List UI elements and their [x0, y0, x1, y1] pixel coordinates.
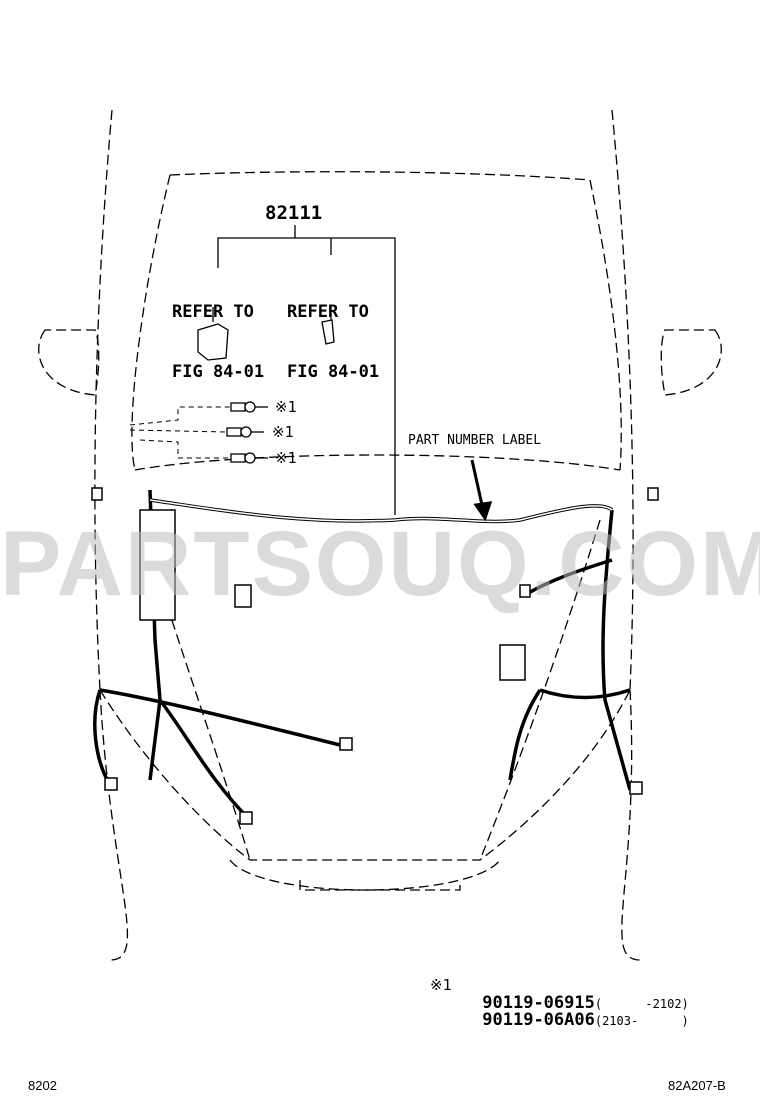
watermark: PARTSOUQ.COM	[0, 513, 760, 615]
footnote-part-number: 90119-06A06	[482, 1010, 595, 1030]
page-code-left: 8202	[28, 1078, 57, 1093]
footnote-range: ( -2102)	[594, 997, 689, 1011]
part-number-label: PART NUMBER LABEL	[408, 433, 542, 448]
refer-right-line2: FIG 84-01	[287, 362, 380, 382]
leader-lines	[197, 225, 396, 515]
footnote-part-2[interactable]: 90119-06A06(2103- )	[463, 991, 689, 1030]
bolt-mark-1: ※1	[275, 398, 297, 416]
refer-left-line2: FIG 84-01	[172, 362, 265, 382]
refer-left[interactable]: REFER TO FIG 84-01	[172, 262, 264, 402]
part-number-arrow	[470, 459, 493, 522]
wire-harness-inner	[149, 499, 613, 523]
footnote-part-1[interactable]: 90119-06915( -2102)	[463, 974, 689, 1013]
footnote-range: (2103- )	[594, 1014, 689, 1028]
refer-left-line1: REFER TO	[172, 302, 254, 322]
bolts	[226, 401, 268, 464]
refer-right-line1: REFER TO	[287, 302, 369, 322]
page-code-right: 82A207-B	[668, 1078, 726, 1093]
bolt-mark-3: ※1	[275, 449, 297, 467]
bolt-mark-2: ※1	[272, 423, 294, 441]
connectors	[91, 487, 659, 825]
footnote-part-number: 90119-06915	[482, 993, 595, 1013]
main-part-number[interactable]: 82111	[265, 202, 323, 224]
refer-right[interactable]: REFER TO FIG 84-01	[287, 262, 379, 402]
footnote-mark: ※1	[430, 976, 452, 994]
bolt-leaders	[129, 406, 232, 459]
